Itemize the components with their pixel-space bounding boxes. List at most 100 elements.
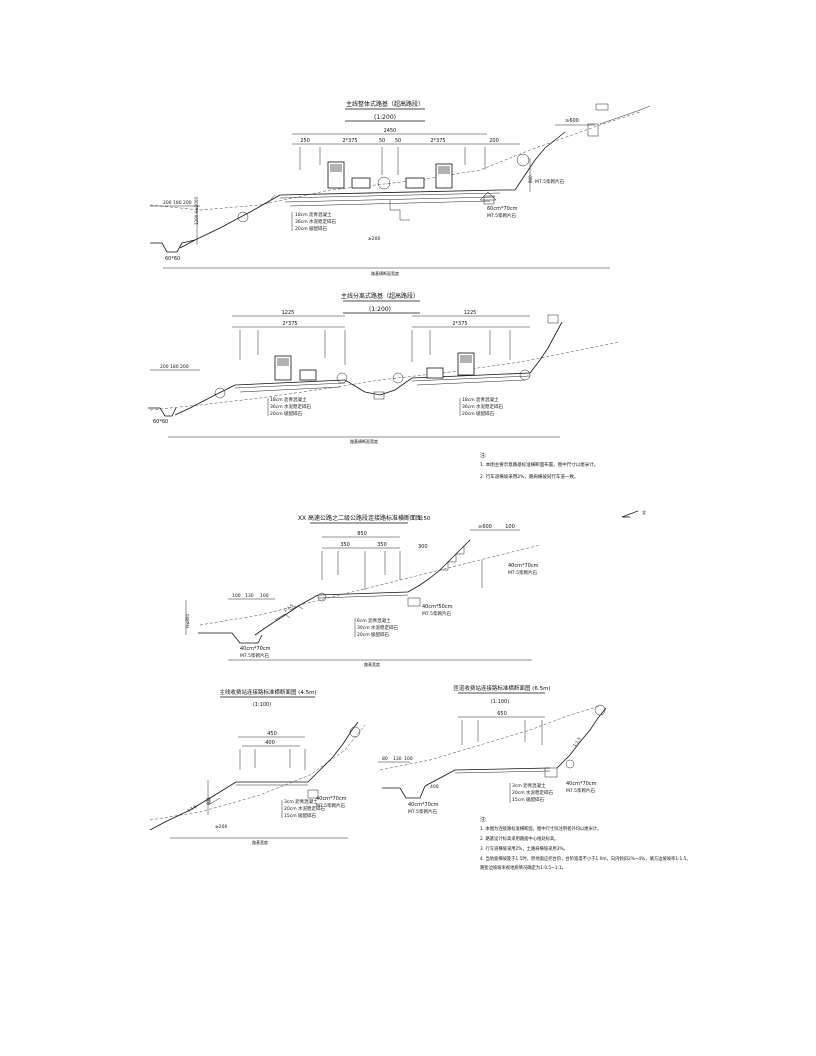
- drawing2-layer-2-left: 36cm 水泥稳定碎石: [270, 403, 312, 410]
- drawing2-layer-1-right: 18cm 沥青混凝土: [462, 396, 499, 403]
- drawing5-layer-1: 3cm 沥青混凝土: [512, 782, 546, 789]
- notes1-item-1: 1. 本图主要示意路基标准横断面布置，图中尺寸以厘米计。: [480, 461, 598, 468]
- drawing4-layer-2: 20cm 水泥稳定碎石: [284, 805, 326, 812]
- drawing3-dim-left-3: 100: [260, 593, 269, 599]
- drawing1-mortar-ditch: M7.5浆砌片石: [487, 212, 517, 219]
- drawing2-title: 主线分离式路基（超高路段）: [341, 292, 419, 300]
- drawing1-dim-shoulder-r: 200: [489, 138, 499, 144]
- drawing1-dim-lane-left: 2*375: [342, 138, 357, 144]
- section-main-toll-connector: 主线收费站连接路标准横断面图 (4.5m) (1:100) 450 400 80…: [149, 688, 366, 845]
- drawing5-mortar-right: M7.5浆砌片石: [566, 787, 596, 794]
- drawing5-dim-l3: 100: [404, 756, 413, 762]
- drawing3-bottom-label: 路基宽度: [364, 661, 380, 667]
- drawing1-layer-1: 18cm 沥青混凝土: [295, 211, 332, 218]
- drawing4-dim-total: 450: [267, 731, 277, 737]
- drawing2-dim-right-total: 1225: [464, 310, 477, 316]
- drawing3-dim-right-2: 100: [505, 524, 515, 530]
- drawing3-dim-left-1: 100: [232, 593, 241, 599]
- notes2-item-5: 路堑边坡坡率视地质情况确定为1:0.5~1:1。: [480, 864, 566, 871]
- drawing5-ditch-right: 40cm*70cm: [566, 781, 597, 787]
- section-connector-road: XX 高速公路之二级公路段连接路标准横断面图 1:50 北 850 350 35…: [185, 509, 646, 667]
- drawing1-layer-3: 20cm 级配碎石: [295, 225, 328, 232]
- drawing3-dim-h: H≤800: [185, 614, 190, 628]
- north-arrow-label: 北: [642, 509, 646, 515]
- drawing1-dim-total: 2450: [384, 128, 397, 134]
- notes1-heading: 注:: [480, 452, 487, 459]
- drawing4-layer-1: 3cm 沥青混凝土: [284, 798, 318, 805]
- drawing2-scale: (1:200): [369, 306, 391, 313]
- drawing5-layer-3: 15cm 级配碎石: [512, 796, 545, 803]
- notes1-item-2: 2. 行车道横坡采用2%，路肩横坡同行车道一致。: [480, 473, 578, 480]
- notes2-heading: 注:: [480, 816, 487, 823]
- drawing1-ditch-right: 60cm*70cm: [487, 206, 518, 212]
- drawing1-dim-median-a: 50: [379, 138, 385, 144]
- drawing4-dim-800: 800: [206, 797, 211, 805]
- drawing1-scale: (1:200): [374, 114, 396, 121]
- drawing4-dim-200: ≥200: [215, 824, 227, 830]
- section-ramp-toll-connector: 匝道收费站连接路标准横断面图 (6.5m) (1:100) 650 80 130…: [378, 684, 607, 815]
- drawing2-layer-3-right: 20cm 级配碎石: [462, 410, 495, 417]
- drawing3-mortar-top: M7.5浆砌片石: [508, 569, 538, 576]
- drawing1-layer-2: 36cm 水泥稳定碎石: [295, 218, 337, 225]
- drawing3-dim-lane-l: 350: [340, 542, 350, 548]
- drawing1-mortar-right: M7.5浆砌片石: [535, 178, 565, 185]
- notes2-item-3: 3. 行车道横坡采用2%，土路肩横坡采用3%。: [480, 845, 568, 852]
- drawing2-layer-1-left: 18cm 沥青混凝土: [270, 396, 307, 403]
- drawing3-slope: 1:1.5: [283, 603, 295, 613]
- drawing5-scale: (1:100): [491, 699, 509, 705]
- drawing5-title: 匝道收费站连接路标准横断面图 (6.5m): [453, 684, 550, 692]
- drawing1-title: 主线整体式路基（超高路段）: [346, 100, 424, 108]
- drawing1-dim-h: 1200 H≤2000: [194, 197, 199, 225]
- drawing3-dim-lane-r: 350: [377, 542, 387, 548]
- drawing3-mortar-right: M7.5浆砌片石: [422, 610, 452, 617]
- drawing2-ditch: 60*60: [153, 419, 168, 425]
- drawing4-slope: 1:1.5: [186, 803, 198, 812]
- drawing1-ditch-left: 60*60: [165, 256, 180, 262]
- drawing3-scale: 1:50: [418, 516, 431, 522]
- drawing3-layer-2: 30cm 水泥稳定碎石: [357, 624, 399, 631]
- drawing1-dim-800: 800: [528, 175, 533, 183]
- drawing3-mortar-bottom: M7.5浆砌片石: [240, 652, 270, 659]
- drawing5-mortar-left: M7.5浆砌片石: [408, 808, 438, 815]
- notes2-item-2: 2. 路基设计标高采用路面中心线处标高。: [480, 835, 559, 842]
- drawing4-bottom-label: 路基宽度: [252, 839, 268, 845]
- notes-block-1: 注: 1. 本图主要示意路基标准横断面布置，图中尺寸以厘米计。 2. 行车道横坡…: [480, 452, 598, 480]
- drawing2-layer-2-right: 36cm 水泥稳定碎石: [462, 403, 504, 410]
- drawing1-dim-shoulder: 250: [300, 138, 310, 144]
- notes-block-2: 注: 1. 本图为连接路标准横断面，图中尺寸除注明者外均以厘米计。 2. 路基设…: [480, 816, 691, 871]
- drawing3-dim-left-2: 130: [245, 593, 254, 599]
- drawing1-dim-lane-right: 2*375: [430, 138, 445, 144]
- drawing4-layer-3: 15cm 级配碎石: [284, 812, 317, 819]
- drawing3-layer-1: 6cm 沥青混凝土: [357, 617, 391, 624]
- drawing2-dim-right-lanes: 2*375: [452, 321, 467, 327]
- drawing2-layer-3-left: 20cm 级配碎石: [270, 410, 303, 417]
- drawing4-ditch: 40cm*70cm: [316, 796, 347, 802]
- drawing3-title: XX 高速公路之二级公路段连接路标准横断面图: [298, 514, 422, 522]
- drawing1-dim-200: ≥200: [368, 236, 380, 242]
- drawing1-dim-left: 200 180 200: [163, 200, 192, 206]
- drawing4-mortar: M7.5浆砌片石: [316, 802, 346, 809]
- drawing1-dim-right-top: ≥600: [565, 118, 579, 124]
- drawing5-dim-l1: 80: [382, 756, 388, 762]
- drawing3-dim-right-3: 300: [418, 544, 428, 550]
- drawing3-ditch-bottom: 40cm*70cm: [240, 646, 271, 652]
- drawing5-dim-400: 400: [430, 784, 439, 790]
- drawing2-bottom-label: 路基横断面宽度: [350, 438, 378, 444]
- drawing2-dim-left-total: 1225: [282, 310, 295, 316]
- drawing3-layer-3: 20cm 级配碎石: [357, 631, 390, 638]
- notes2-item-4: 4. 当地面横坡陡于1:5时，原地面应挖台阶，台阶宽度不小于1.0m，向内倾斜2…: [480, 855, 691, 862]
- drawing5-dim-l2: 130: [393, 756, 402, 762]
- drawing2-dim-left-lanes: 2*375: [282, 321, 297, 327]
- drawing5-slope: 1:1.5: [572, 736, 582, 748]
- drawing4-dim-lane: 400: [265, 740, 275, 746]
- drawing3-ditch-top: 40cm*70cm: [508, 563, 539, 569]
- drawing1-dim-median-b: 50: [395, 138, 401, 144]
- section-main-integral: 主线整体式路基（超高路段） (1:200) 2450 2*375 2*375 2…: [149, 100, 651, 276]
- drawing5-layer-2: 20cm 水泥稳定碎石: [512, 789, 554, 796]
- drawing5-dim-total: 650: [497, 711, 507, 717]
- drawing4-title: 主线收费站连接路标准横断面图 (4.5m): [219, 688, 316, 696]
- drawing3-ditch-right: 40cm*50cm: [422, 604, 453, 610]
- notes2-item-1: 1. 本图为连接路标准横断面，图中尺寸除注明者外均以厘米计。: [480, 825, 601, 832]
- drawing4-scale: (1:100): [253, 702, 271, 708]
